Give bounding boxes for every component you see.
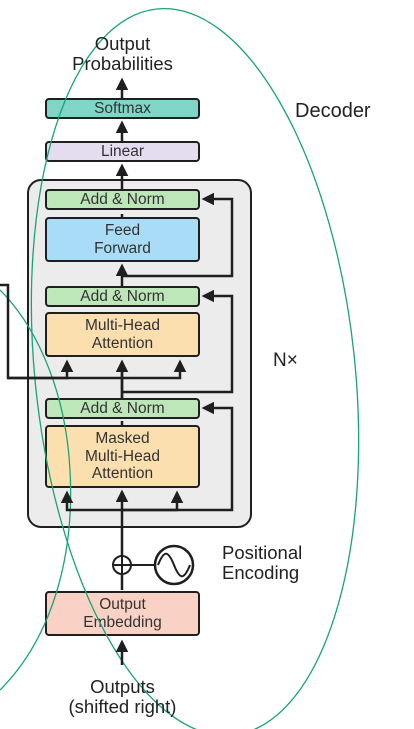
- linear-block: Linear: [45, 141, 200, 162]
- output-embedding-block: Output Embedding: [45, 591, 200, 636]
- multi-head-attention-block: Multi-Head Attention: [45, 312, 200, 357]
- add-norm-block-bottom: Add & Norm: [45, 398, 200, 419]
- softmax-block: Softmax: [45, 98, 200, 119]
- decoder-title: Decoder: [295, 100, 371, 122]
- encoder-outline-arc: [0, 289, 72, 691]
- add-norm-block-middle: Add & Norm: [45, 286, 200, 307]
- decoder-outline-ellipse: [30, 7, 360, 729]
- repeat-label: N×: [273, 350, 298, 371]
- feed-forward-block: Feed Forward: [45, 217, 200, 262]
- positional-encoding-label: Positional Encoding: [222, 542, 303, 584]
- outputs-shifted-right-label: Outputs (shifted right): [68, 676, 177, 718]
- output-probabilities-label: Output Probabilities: [72, 33, 173, 75]
- masked-attention-block: Masked Multi-Head Attention: [45, 425, 200, 488]
- add-norm-block-top: Add & Norm: [45, 189, 200, 210]
